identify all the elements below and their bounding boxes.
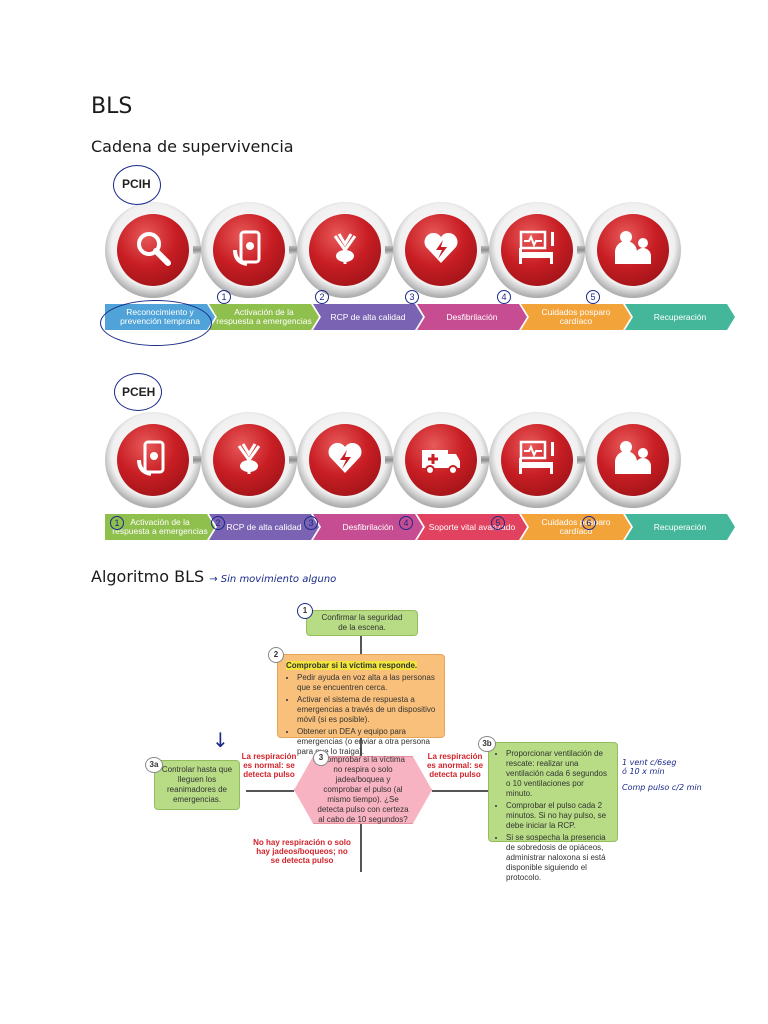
step-3b-list: Proporcionar ventilación de rescate: rea… xyxy=(495,749,612,883)
handwritten-number: 4 xyxy=(497,290,511,304)
handnote-pulse: Comp pulso c/2 min xyxy=(622,783,702,792)
stage-5: Cuidados posparo cardíaco xyxy=(521,514,631,540)
list-item: Activar el sistema de respuesta a emerge… xyxy=(297,695,438,725)
chain-link-6 xyxy=(585,412,681,508)
step-3-number: 3 xyxy=(313,750,329,766)
list-item: Si se sospecha la presencia de sobredosi… xyxy=(506,833,612,883)
ambulance-icon xyxy=(419,438,463,483)
stage-4: Soporte vital avanzado xyxy=(417,514,527,540)
connector xyxy=(360,738,362,756)
chain-link-3 xyxy=(297,412,393,508)
step-3a-box: Controlar hasta que lleguen los reanimad… xyxy=(154,760,240,810)
family-icon xyxy=(611,228,655,273)
step-3a-text: Controlar hasta que lleguen los reanimad… xyxy=(161,765,233,804)
step-3b-box: Proporcionar ventilación de rescate: rea… xyxy=(488,742,618,882)
handwritten-number: 2 xyxy=(211,516,225,530)
bottom-branch-label: No hay respiración o solo hay jadeos/boq… xyxy=(253,838,351,865)
chain-heading: Cadena de supervivencia xyxy=(91,137,294,156)
monitor-bed-icon xyxy=(515,438,559,483)
step-3-text: Comprobar si la víctima no respira o sol… xyxy=(317,755,409,824)
step-1-box: Confirmar la seguridad de la escena. xyxy=(306,610,418,636)
step-3b-number: 3b xyxy=(478,736,496,752)
stage-4: Desfibrilación xyxy=(417,304,527,330)
chain-link-4 xyxy=(393,202,489,298)
stage-3: RCP de alta calidad xyxy=(313,304,423,330)
stage-6: Recuperación xyxy=(625,304,735,330)
stage-1: Activación de la respuesta a emergencias xyxy=(105,514,215,540)
pcih-circle xyxy=(113,165,161,205)
chain-link-5 xyxy=(489,202,585,298)
handnote-ventilation: 1 vent c/6seg ó 10 x min xyxy=(622,758,677,776)
right-branch-label: La respiración es anormal: se detecta pu… xyxy=(426,752,484,779)
list-item: Pedir ayuda en voz alta a las personas q… xyxy=(297,673,438,693)
handwritten-number: 1 xyxy=(217,290,231,304)
stage-2: RCP de alta calidad xyxy=(209,514,319,540)
algo-heading: Algoritmo BLS → Sin movimiento alguno xyxy=(91,567,337,586)
handnote-arrow: ↓ xyxy=(212,728,229,752)
connector xyxy=(246,790,294,792)
chain-link-5 xyxy=(489,412,585,508)
chain-link-4 xyxy=(393,412,489,508)
phone-icon xyxy=(133,438,173,483)
step-1-text: Confirmar la seguridad de la escena. xyxy=(321,613,403,632)
chain-link-1 xyxy=(105,412,201,508)
step-2-title: Comprobar si la víctima responde. xyxy=(286,661,418,670)
prevention-circle xyxy=(100,300,212,346)
hands-cpr-icon xyxy=(325,228,365,273)
chain-link-2 xyxy=(201,412,297,508)
step-2-number: 2 xyxy=(268,647,284,663)
step-3a-number: 3a xyxy=(145,757,163,773)
chain-links xyxy=(105,200,683,300)
family-icon xyxy=(611,438,655,483)
handwritten-number: 3 xyxy=(405,290,419,304)
list-item: Comprobar el pulso cada 2 minutos. Si no… xyxy=(506,801,612,831)
step-3-box: Comprobar si la víctima no respira o sol… xyxy=(294,756,432,824)
connector xyxy=(360,824,362,872)
stage-5: Cuidados posparo cardíaco xyxy=(521,304,631,330)
handwritten-number: 6 xyxy=(582,516,596,530)
stage-2: Activación de la respuesta a emergencias xyxy=(209,304,319,330)
algo-handnote: Sin movimiento alguno xyxy=(220,574,337,585)
chain-link-1 xyxy=(105,202,201,298)
chain-link-6 xyxy=(585,202,681,298)
step-2-box: Comprobar si la víctima responde. Pedir … xyxy=(277,654,445,756)
handwritten-number: 1 xyxy=(110,516,124,530)
chain-link-3 xyxy=(297,202,393,298)
handwritten-number: 4 xyxy=(399,516,413,530)
heart-defib-icon xyxy=(325,438,365,483)
handwritten-number: 5 xyxy=(586,290,600,304)
stage-6: Recuperación xyxy=(625,514,735,540)
list-item: Proporcionar ventilación de rescate: rea… xyxy=(506,749,612,799)
chain-links xyxy=(105,410,683,510)
left-branch-label: La respiración es normal: se detecta pul… xyxy=(241,752,297,779)
handwritten-number: 2 xyxy=(315,290,329,304)
chain-pceh: Activación de la respuesta a emergencias… xyxy=(105,410,683,535)
connector xyxy=(360,634,362,654)
phone-icon xyxy=(229,228,269,273)
connector xyxy=(432,790,488,792)
list-item: Obtener un DEA y equipo para emergencias… xyxy=(297,727,438,757)
pceh-circle xyxy=(114,373,162,411)
handwritten-number: 3 xyxy=(304,516,318,530)
page-title: BLS xyxy=(91,94,133,119)
step-1-number: 1 xyxy=(297,603,313,619)
step-2-list: Pedir ayuda en voz alta a las personas q… xyxy=(286,673,438,757)
monitor-bed-icon xyxy=(515,228,559,273)
heart-defib-icon xyxy=(421,228,461,273)
search-icon xyxy=(133,228,173,273)
handwritten-number: 5 xyxy=(491,516,505,530)
hands-cpr-icon xyxy=(229,438,269,483)
chain-link-2 xyxy=(201,202,297,298)
